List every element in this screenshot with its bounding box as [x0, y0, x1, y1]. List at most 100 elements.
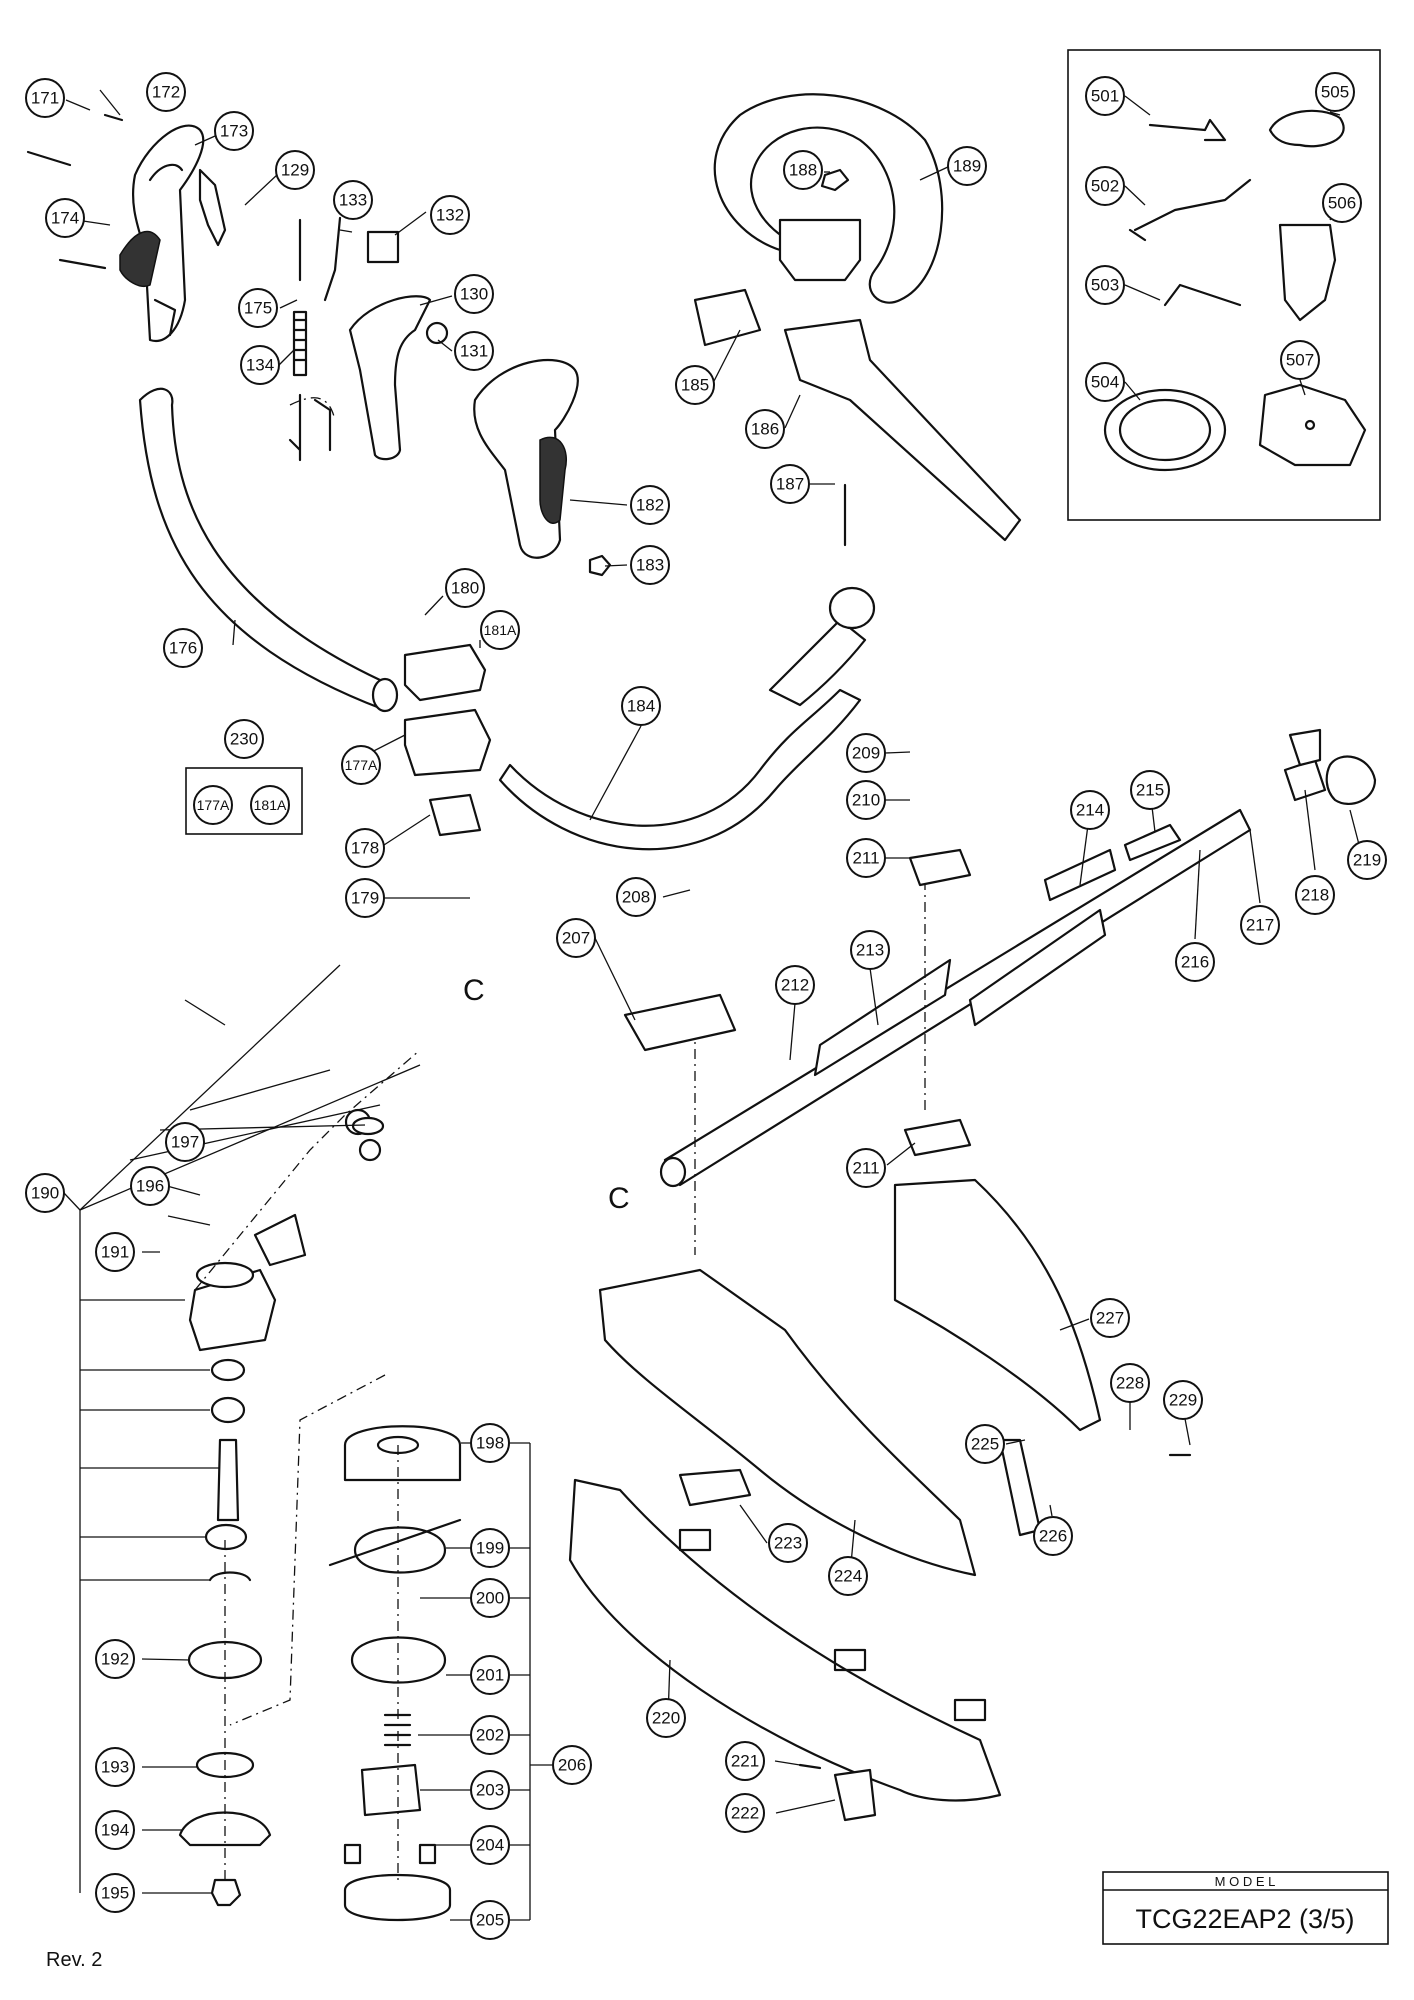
callout-217: 217: [1240, 905, 1280, 945]
callout-216: 216: [1175, 942, 1215, 982]
trimmer-head-assembly-206: [229, 1374, 462, 1922]
callout-502: 502: [1085, 166, 1125, 206]
svg-text:213: 213: [856, 941, 884, 960]
callout-506: 506: [1322, 183, 1362, 223]
callout-182: 182: [630, 485, 670, 525]
callout-175: 175: [238, 288, 278, 328]
callout-221: 221: [725, 1741, 765, 1781]
svg-text:185: 185: [681, 376, 709, 395]
callout-211-top: 211: [846, 838, 886, 878]
callout-214: 214: [1070, 790, 1110, 830]
svg-text:201: 201: [476, 1666, 504, 1685]
svg-text:171: 171: [31, 89, 59, 108]
svg-text:211: 211: [852, 1159, 879, 1178]
callout-208: 208: [616, 877, 656, 917]
svg-text:187: 187: [776, 475, 804, 494]
gear-head-assembly-190: [178, 1049, 421, 1907]
callout-133: 133: [333, 180, 373, 220]
svg-text:222: 222: [731, 1804, 759, 1823]
callout-204: 204: [470, 1825, 510, 1865]
callout-129: 129: [275, 150, 315, 190]
svg-text:218: 218: [1301, 886, 1329, 905]
model-header: M O D E L: [1215, 1874, 1276, 1889]
svg-text:181A: 181A: [254, 797, 287, 813]
callout-kit-177a: 177A: [193, 785, 233, 825]
callout-186: 186: [745, 409, 785, 449]
svg-text:199: 199: [476, 1539, 504, 1558]
svg-text:205: 205: [476, 1911, 504, 1930]
revision-label: Rev. 2: [46, 1949, 102, 1971]
callout-194: 194: [95, 1810, 135, 1850]
svg-text:208: 208: [622, 888, 650, 907]
svg-text:223: 223: [774, 1534, 802, 1553]
svg-text:200: 200: [476, 1589, 504, 1608]
svg-text:179: 179: [351, 889, 379, 908]
svg-text:225: 225: [971, 1435, 999, 1454]
svg-text:134: 134: [246, 356, 274, 375]
callout-199: 199: [470, 1528, 510, 1568]
callout-229: 229: [1163, 1380, 1203, 1420]
svg-text:130: 130: [460, 285, 488, 304]
rear-handle-bar-184: [498, 586, 876, 851]
front-handle-bar-176: [138, 387, 399, 713]
svg-text:224: 224: [834, 1567, 862, 1586]
svg-text:173: 173: [220, 122, 248, 141]
svg-text:505: 505: [1321, 83, 1349, 102]
svg-text:506: 506: [1328, 194, 1356, 213]
callout-207: 207: [556, 918, 596, 958]
accessory-box: [1067, 49, 1381, 521]
svg-text:221: 221: [731, 1752, 759, 1771]
svg-text:191: 191: [101, 1243, 129, 1262]
callout-179: 179: [345, 878, 385, 918]
svg-text:504: 504: [1091, 373, 1119, 392]
accessory-parts: [1103, 109, 1367, 472]
callout-171: 171: [25, 78, 65, 118]
svg-text:230: 230: [230, 730, 258, 749]
svg-text:214: 214: [1076, 801, 1104, 820]
callout-507: 507: [1280, 340, 1320, 380]
callout-228: 228: [1110, 1363, 1150, 1403]
drive-shaft-216-219: [659, 728, 1377, 1255]
grip-182-183: [473, 358, 612, 577]
svg-text:178: 178: [351, 839, 379, 858]
callout-201: 201: [470, 1655, 510, 1695]
svg-text:202: 202: [476, 1726, 504, 1745]
svg-text:129: 129: [281, 161, 309, 180]
throttle-housing-171-174: [26, 113, 227, 343]
callout-193: 193: [95, 1747, 135, 1787]
callout-224: 224: [828, 1556, 868, 1596]
svg-text:181A: 181A: [484, 622, 517, 638]
svg-text:184: 184: [627, 697, 655, 716]
callout-205: 205: [470, 1900, 510, 1940]
callout-503: 503: [1085, 265, 1125, 305]
callout-173: 173: [214, 111, 254, 151]
svg-text:176: 176: [169, 639, 197, 658]
svg-text:131: 131: [460, 342, 488, 361]
grass-guard-220-229: [568, 1178, 1192, 1822]
model-number: TCG22EAP2 (3/5): [1135, 1904, 1354, 1934]
callout-220: 220: [646, 1698, 686, 1738]
callout-210: 210: [846, 780, 886, 820]
svg-text:190: 190: [31, 1184, 59, 1203]
svg-text:172: 172: [152, 83, 180, 102]
callout-178: 178: [345, 828, 385, 868]
svg-text:192: 192: [101, 1650, 129, 1669]
callout-230: 230: [224, 719, 264, 759]
section-marker-c-top: C: [463, 974, 485, 1007]
callout-206: 206: [552, 1745, 592, 1785]
svg-text:226: 226: [1039, 1527, 1067, 1546]
svg-text:212: 212: [781, 976, 809, 995]
svg-text:186: 186: [751, 420, 779, 439]
switch-and-cable-132-134: [288, 216, 400, 462]
callout-131: 131: [454, 331, 494, 371]
callout-196: 196: [130, 1166, 170, 1206]
callout-209: 209: [846, 733, 886, 773]
kit-230-box: [185, 767, 303, 835]
callout-183: 183: [630, 545, 670, 585]
callout-198: 198: [470, 1423, 510, 1463]
callout-223: 223: [768, 1523, 808, 1563]
callout-189: 189: [947, 146, 987, 186]
callout-212: 212: [775, 965, 815, 1005]
callout-504: 504: [1085, 362, 1125, 402]
callout-132: 132: [430, 195, 470, 235]
